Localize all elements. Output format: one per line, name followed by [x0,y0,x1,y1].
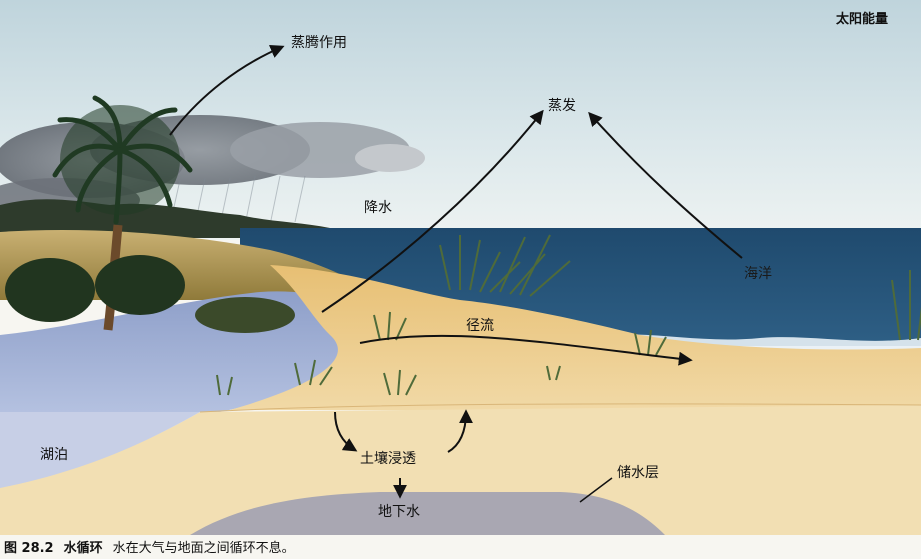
sand-dune [230,265,921,410]
label-transpiration: 蒸腾作用 [291,35,347,51]
aquifer-leader-line [579,477,613,503]
lake-bed [0,412,200,488]
label-infiltration: 土壤浸透 [360,451,416,467]
label-evaporation: 蒸发 [548,98,576,114]
label-groundwater: 地下水 [378,504,420,520]
label-aquifer: 储水层 [617,465,659,481]
diagram-illustration [0,0,921,535]
infiltration-arrow-left [334,411,358,452]
figure-caption: 图 28.2 水循环水在大气与地面之间循环不息。 [4,537,295,556]
soil-layer [0,405,921,535]
figure-number: 图 28.2 [4,541,54,556]
ocean-evaporation-arrow [588,111,743,259]
label-precipitation: 降水 [364,200,392,216]
land-evaporation-arrow [321,109,544,313]
runoff-arrow [359,334,693,366]
soil-boundary [199,403,921,413]
infiltration-arrow-right [447,409,473,453]
flow-arrows [169,44,743,503]
aquifer-layer [190,492,665,535]
label-lake: 湖泊 [40,447,68,463]
beach-grass [216,234,921,396]
figure-caption-text: 水在大气与地面之间循环不息。 [112,541,295,556]
label-runoff: 径流 [466,318,494,334]
palm-tree [52,95,193,331]
figure-title: 水循环 [63,541,103,556]
transpiration-arrow [169,44,285,136]
shore-shrubs [5,255,295,333]
label-solar-energy: 太阳能量 [836,12,889,27]
label-ocean: 海洋 [744,266,772,282]
